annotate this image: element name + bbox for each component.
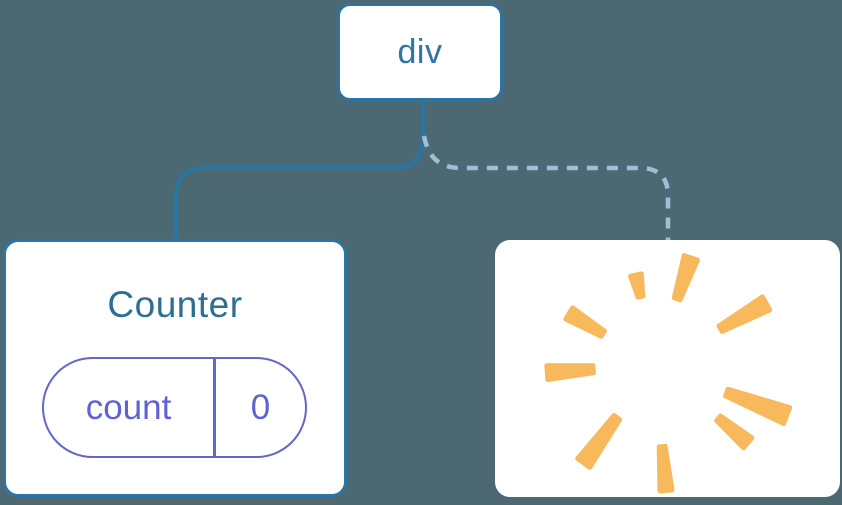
counter-title: Counter (107, 284, 243, 325)
tree-node-removed (495, 240, 840, 497)
poof-burst-icon (544, 253, 793, 494)
tree-node-div: div (337, 3, 503, 101)
burst-ray (716, 294, 773, 334)
burst-ray (544, 363, 596, 382)
burst-ray (628, 271, 646, 300)
div-node-label: div (397, 32, 443, 71)
burst-ray (723, 386, 793, 426)
edge-div-to-counter (174, 101, 425, 240)
burst-ray (563, 305, 607, 339)
burst-ray (714, 413, 755, 451)
burst-ray (575, 413, 623, 470)
burst-ray (671, 253, 700, 303)
edge-div-to-removed (421, 135, 671, 241)
tree-node-counter: Counter count 0 (3, 239, 347, 497)
burst-ray (656, 443, 675, 494)
state-pill: count 0 (42, 357, 307, 458)
state-value-cell: 0 (216, 359, 305, 456)
state-value-label: 0 (250, 387, 271, 427)
state-key-label: count (85, 387, 172, 427)
state-key-cell: count (44, 359, 216, 456)
